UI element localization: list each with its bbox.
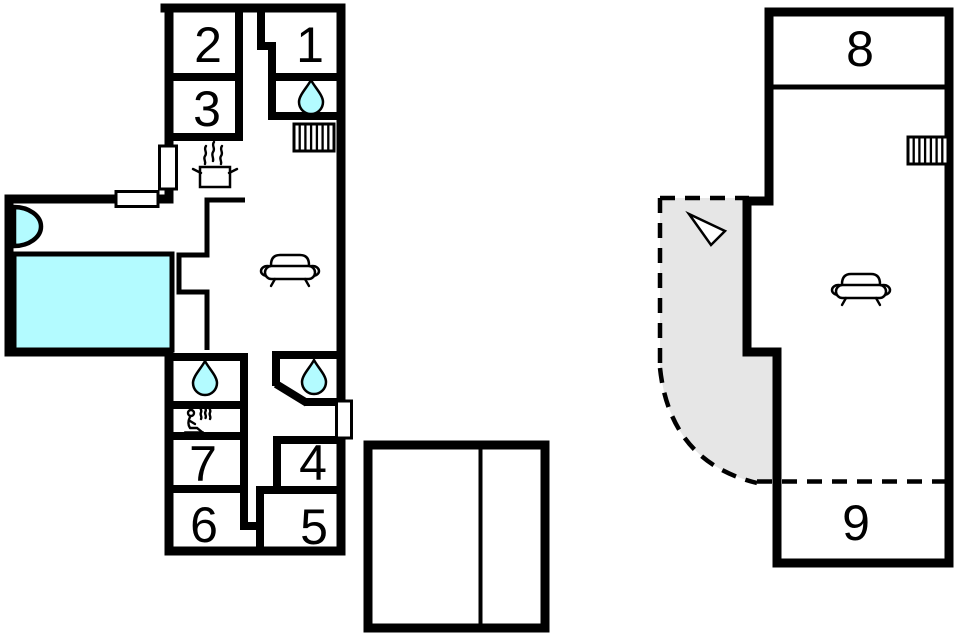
room-label: 9: [842, 495, 870, 551]
outbuilding-walls: [363, 440, 550, 633]
main-house-inner-walls: [165, 8, 345, 553]
room-label: 7: [189, 436, 217, 492]
door-icon: [335, 399, 353, 440]
second-building: 8 9: [742, 7, 954, 568]
water-drop-icon: [191, 359, 219, 397]
swimming-pool: [11, 251, 175, 353]
stove-icon: [191, 140, 239, 189]
room-label: 1: [296, 17, 324, 73]
main-house-outer-walls: [160, 3, 346, 556]
room-label: 2: [194, 17, 222, 73]
sofa-icon: [259, 253, 321, 288]
bath-icon: [11, 204, 44, 249]
main-house: 2 1 3 7 4 6 5: [158, 3, 353, 556]
terrace-area: [660, 198, 777, 483]
window-icon: [158, 144, 178, 191]
sofa-icon: [830, 272, 892, 307]
room-label: 4: [299, 435, 327, 491]
dashed-lines: [657, 195, 947, 486]
terrace: [660, 198, 777, 483]
room-label: 8: [846, 21, 874, 77]
water-drop-icon: [297, 78, 325, 116]
room-label: 6: [190, 497, 218, 553]
sauna-icon: [183, 403, 212, 434]
living-pool-divider-wall: [176, 197, 245, 350]
radiator-icon: [292, 122, 336, 153]
water-drop-icon: [300, 358, 328, 396]
radiator-icon: [906, 135, 950, 166]
room-label: 3: [193, 81, 221, 137]
outbuilding: [363, 440, 550, 633]
second-building-outer-walls: [742, 7, 954, 568]
direction-arrow-icon: [685, 210, 728, 247]
terrace-border-dashed: [657, 195, 758, 486]
pool-annex: [4, 190, 175, 357]
window-icon: [114, 190, 160, 208]
room-label: 5: [300, 499, 328, 555]
